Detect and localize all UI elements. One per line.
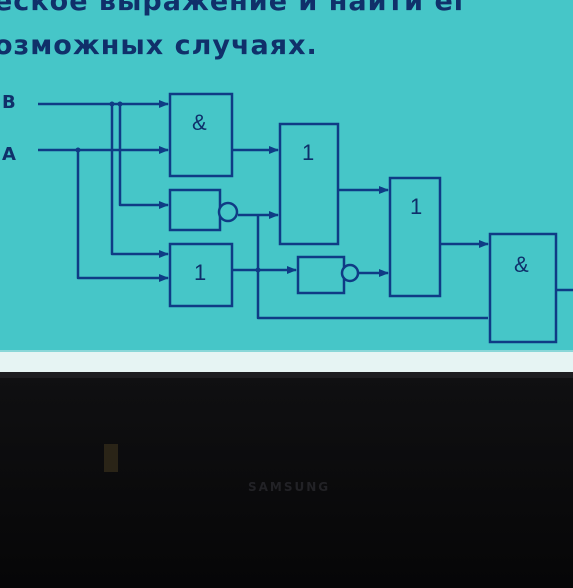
wire-a-to-or-low (76, 150, 169, 282)
gate-not-2 (296, 255, 346, 295)
input-label-a: А (2, 144, 16, 165)
brand-logo: SAMSUNG (248, 480, 331, 494)
bezel-edge (0, 372, 573, 378)
inversion-bubble-1 (217, 201, 239, 223)
presentation-slide: еское выражение и найти ег озможных случ… (0, 0, 573, 372)
wire-b-to-or-low (110, 104, 169, 258)
gate-or-right (388, 176, 442, 298)
gate-and-top-label: & (192, 110, 207, 135)
slide-bottom-bar (0, 350, 573, 372)
gate-and-top (168, 92, 234, 178)
gate-and-final (488, 232, 558, 344)
slide-heading-line-1: еское выражение и найти ег (0, 0, 469, 17)
gate-not-1 (168, 188, 222, 232)
logic-circuit-diagram: & 1 1 1 & В А (2, 92, 573, 344)
inversion-bubble-2 (340, 263, 360, 283)
gate-or-right-label: 1 (410, 194, 422, 219)
junction-dot (109, 101, 115, 107)
monitor-bezel: SAMSUNG (0, 372, 573, 588)
gate-or-mid-label: 1 (302, 140, 314, 165)
gate-or-low-label: 1 (194, 260, 206, 285)
junction-dot (117, 101, 123, 107)
slide-heading-line-2: озможных случаях. (0, 30, 318, 61)
wire-b-to-not (118, 104, 169, 209)
junction-dot (255, 267, 261, 273)
gate-and-final-label: & (514, 252, 529, 277)
wire-or-low-to-and-final (256, 215, 488, 320)
gate-or-mid (278, 122, 340, 246)
gate-or-low (168, 242, 234, 308)
input-label-b: В (2, 92, 16, 113)
cable (104, 444, 118, 472)
junction-dot (75, 147, 81, 153)
